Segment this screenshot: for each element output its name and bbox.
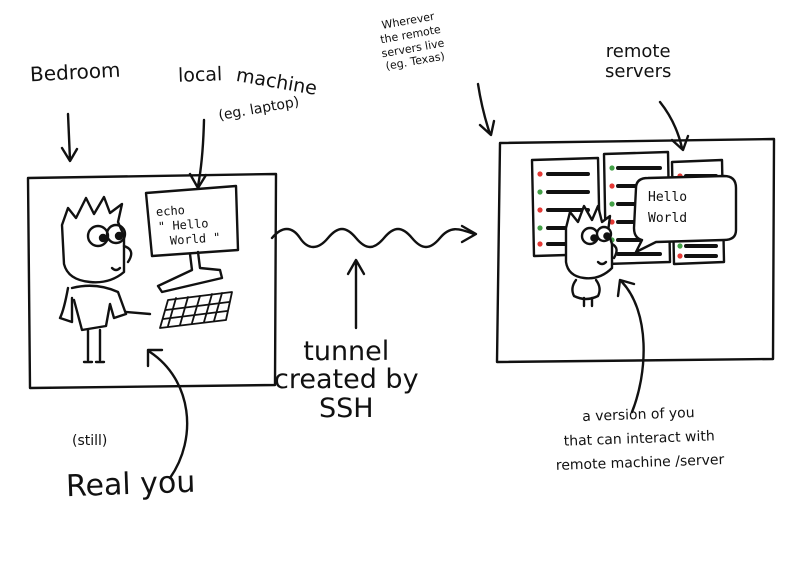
local-machine-arrow	[188, 118, 208, 190]
wherever-arrow	[476, 82, 496, 137]
remote-you-figure	[564, 204, 618, 308]
real-you-arrow	[146, 348, 189, 480]
laptop-monitor	[144, 184, 240, 294]
remote-you-arrow	[616, 278, 645, 414]
local-label-line1: local	[177, 63, 223, 87]
remote-line2: servers	[605, 60, 672, 82]
bubble-text: Hello World	[648, 188, 687, 230]
bubble-line1: Hello	[648, 190, 688, 205]
real-you-label: Real you	[65, 464, 196, 505]
tunnel-line2: created by	[274, 364, 419, 396]
bedroom-label: Bedroom	[29, 57, 122, 87]
remote-servers-arrow	[658, 100, 690, 152]
remote-servers-label: remote servers	[605, 42, 671, 82]
real-you-figure	[58, 195, 152, 364]
version-of-you-label: a version of you that can interact with …	[554, 401, 725, 478]
hello-world-bubble	[632, 174, 738, 254]
tunnel-label-arrow	[346, 258, 366, 330]
still-label: (still)	[72, 433, 108, 449]
ssh-tunnel-arrowhead	[460, 224, 478, 244]
keyboard	[159, 291, 233, 329]
bedroom-frame	[26, 172, 278, 390]
tunnel-line3: SSH	[318, 392, 374, 424]
bubble-line2: World	[648, 210, 688, 226]
bedroom-arrow	[60, 112, 79, 163]
wherever-label: Wherever the remote servers live (eg. Te…	[376, 9, 448, 74]
remote-line1: remote	[605, 41, 671, 62]
remote-frame	[495, 137, 776, 364]
tunnel-line1: tunnel	[303, 336, 390, 367]
ssh-tunnel-squiggle	[270, 227, 476, 249]
tunnel-label: tunnel created by SSH	[274, 336, 419, 424]
